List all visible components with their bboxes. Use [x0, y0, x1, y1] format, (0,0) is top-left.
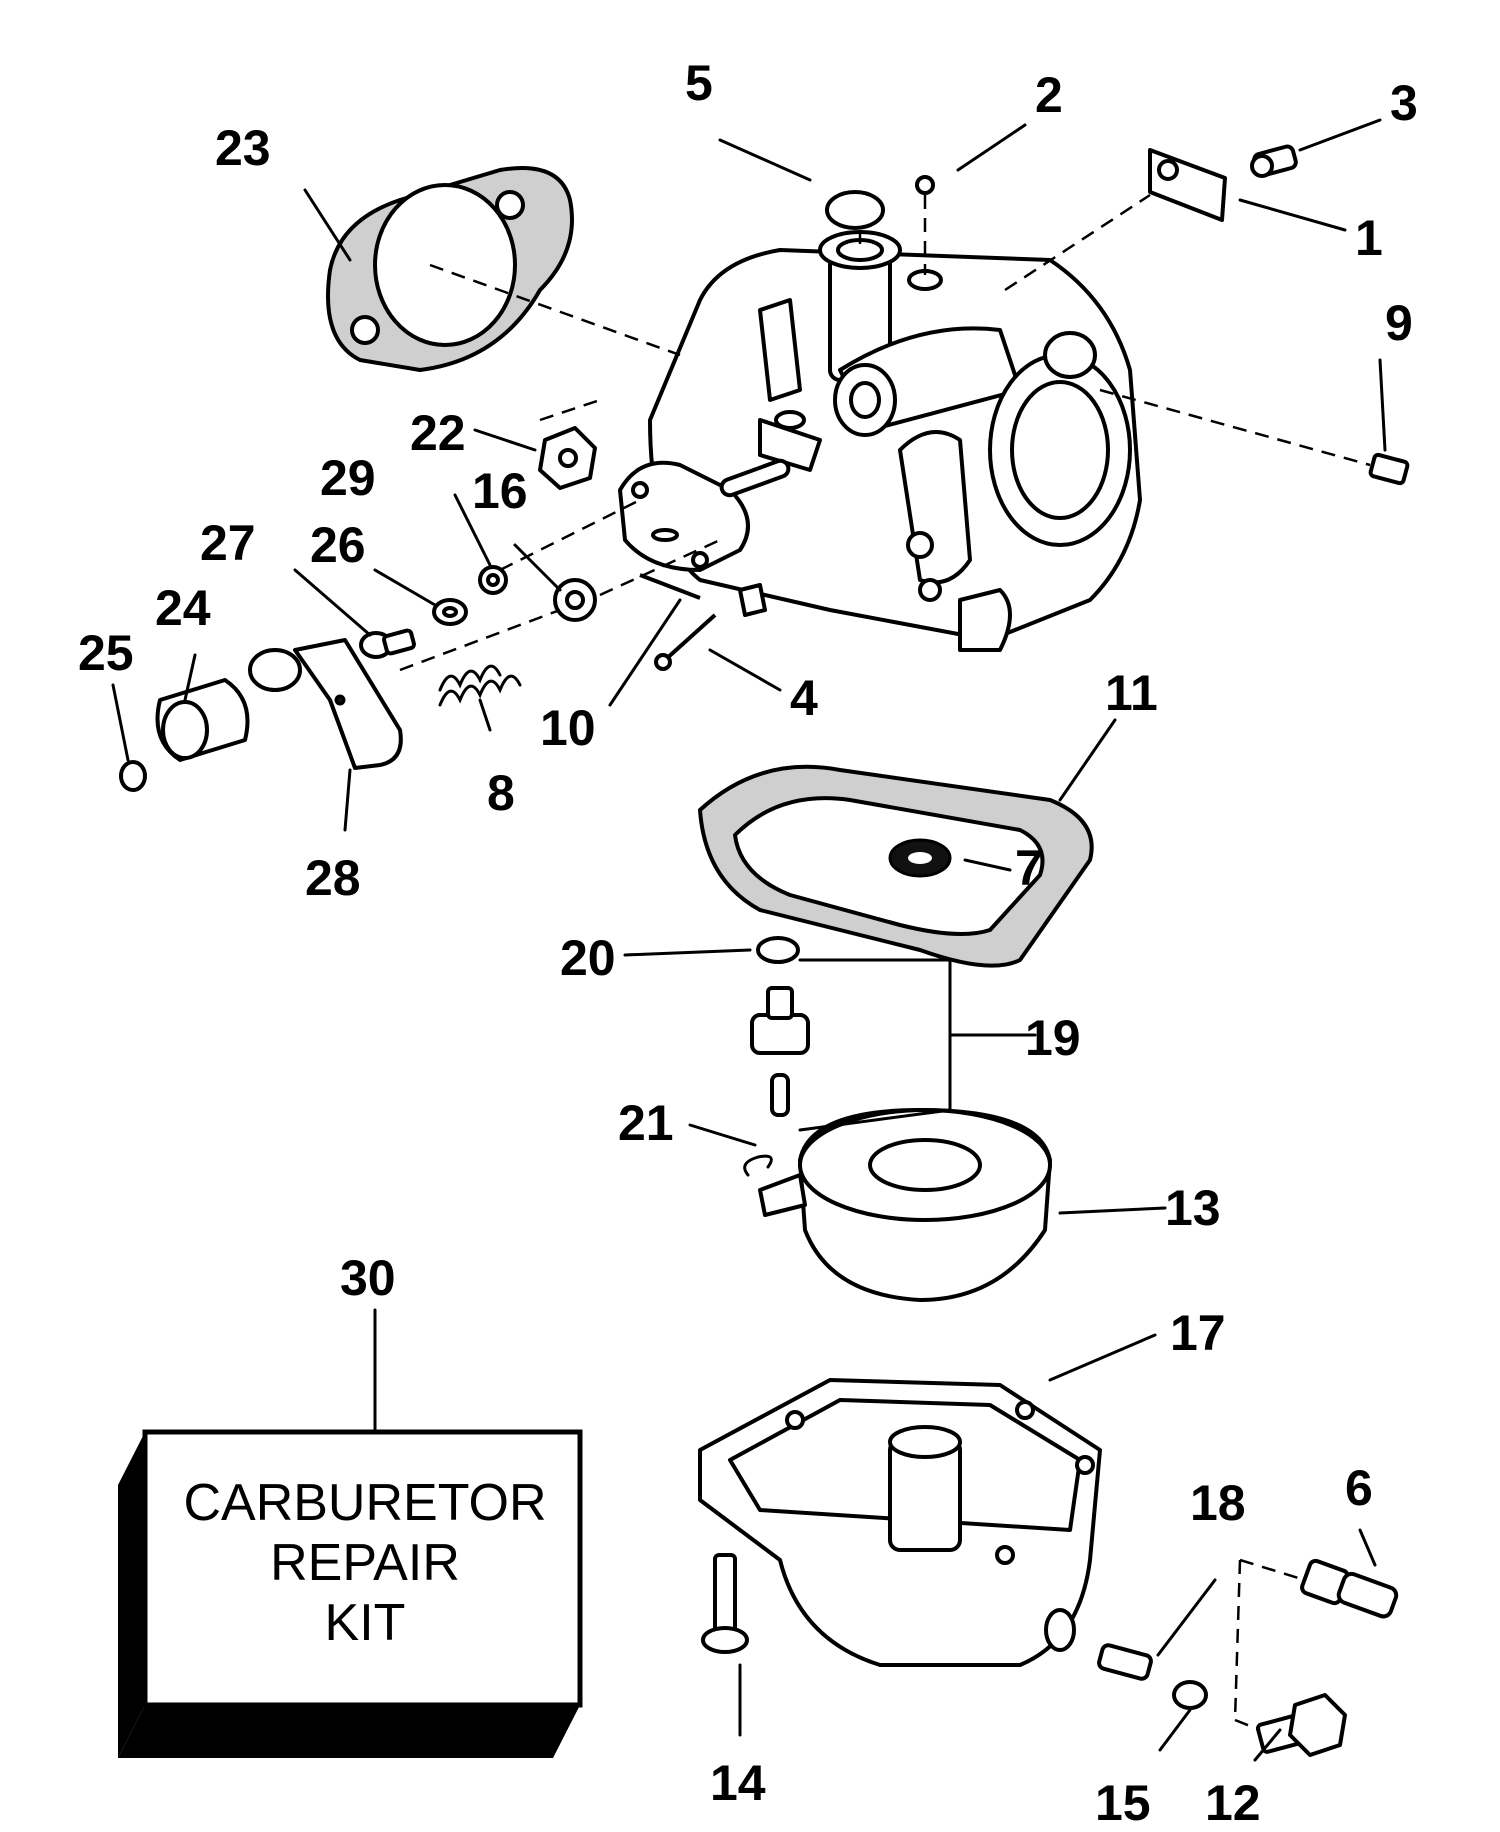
- assembly-lines: [399, 193, 1371, 1732]
- callout-24: 24: [155, 580, 211, 636]
- callout-22: 22: [410, 405, 466, 461]
- kit-label-line-1: CARBURETOR: [183, 1474, 546, 1532]
- part-star-washer: [478, 565, 508, 595]
- callout-17: 17: [1170, 1305, 1226, 1361]
- part-drain-washer: [1172, 1680, 1208, 1710]
- callout-13: 13: [1165, 1180, 1221, 1236]
- callout-12: 12: [1205, 1775, 1261, 1831]
- part-spring: [438, 664, 522, 707]
- part-drain-screw: [1255, 1693, 1347, 1757]
- callout-18: 18: [1190, 1475, 1246, 1531]
- callout-5: 5: [685, 55, 713, 111]
- part-bowl-gasket: [698, 764, 1094, 968]
- callout-28: 28: [305, 850, 361, 906]
- callout-11: 11: [1105, 665, 1158, 721]
- part-needle-seat-gasket: [756, 936, 800, 964]
- callout-21: 21: [618, 1095, 674, 1151]
- callout-29: 29: [320, 450, 376, 506]
- part-fuel-fitting: [1300, 1558, 1399, 1619]
- repair-kit-label: CARBURETOR REPAIR KIT: [183, 1474, 546, 1652]
- part-welch-plug: [825, 190, 885, 230]
- part-flange-gasket: [326, 166, 574, 372]
- callout-20: 20: [560, 930, 616, 986]
- callout-1: 1: [1355, 210, 1383, 266]
- repair-kit-box: [118, 1429, 583, 1758]
- callout-10: 10: [540, 700, 596, 756]
- part-main-jet: [1097, 1643, 1153, 1681]
- part-clip-plate: [1148, 148, 1227, 222]
- callout-30: 30: [340, 1250, 396, 1306]
- callout-26: 26: [310, 517, 366, 573]
- callout-numbers: 1 2 3 4 5 6 7 8 9 10 11 12 13 14 15 16 1…: [78, 55, 1418, 1831]
- callout-19: 19: [1025, 1010, 1081, 1066]
- part-shaft-pin: [654, 613, 717, 671]
- callout-16: 16: [472, 463, 528, 519]
- callout-7: 7: [1015, 840, 1043, 896]
- part-screw: [1250, 144, 1298, 178]
- part-nut: [538, 426, 597, 490]
- part-check-ball: [915, 175, 935, 195]
- callout-3: 3: [1390, 75, 1418, 131]
- leader-lines: [111, 118, 1387, 1762]
- callout-2: 2: [1035, 67, 1063, 123]
- callout-8: 8: [487, 765, 515, 821]
- part-float: [758, 1108, 1052, 1302]
- kit-label-line-3: KIT: [325, 1594, 406, 1652]
- part-carburetor-body: [648, 230, 1142, 652]
- part-o-ring: [119, 760, 147, 792]
- part-needle-clip: [743, 1154, 773, 1177]
- callout-4: 4: [790, 670, 818, 726]
- part-lever-disk: [553, 578, 597, 622]
- kit-label-line-2: REPAIR: [270, 1534, 460, 1592]
- part-pin: [639, 573, 701, 600]
- part-inlet-needle: [770, 1073, 790, 1117]
- callout-15: 15: [1095, 1775, 1151, 1831]
- part-lever: [248, 638, 403, 770]
- callout-6: 6: [1345, 1460, 1373, 1516]
- callout-27: 27: [200, 515, 256, 571]
- callout-25: 25: [78, 625, 134, 681]
- part-washer: [432, 598, 468, 626]
- part-bowl-screw: [701, 1553, 749, 1654]
- part-float-bowl: [698, 1378, 1102, 1667]
- part-lever-screw: [359, 628, 416, 659]
- callout-14: 14: [710, 1755, 766, 1811]
- callout-23: 23: [215, 120, 271, 176]
- callout-9: 9: [1385, 295, 1413, 351]
- part-bushing: [155, 678, 250, 762]
- part-idle-screw: [1368, 452, 1410, 486]
- part-needle-seat: [750, 986, 810, 1055]
